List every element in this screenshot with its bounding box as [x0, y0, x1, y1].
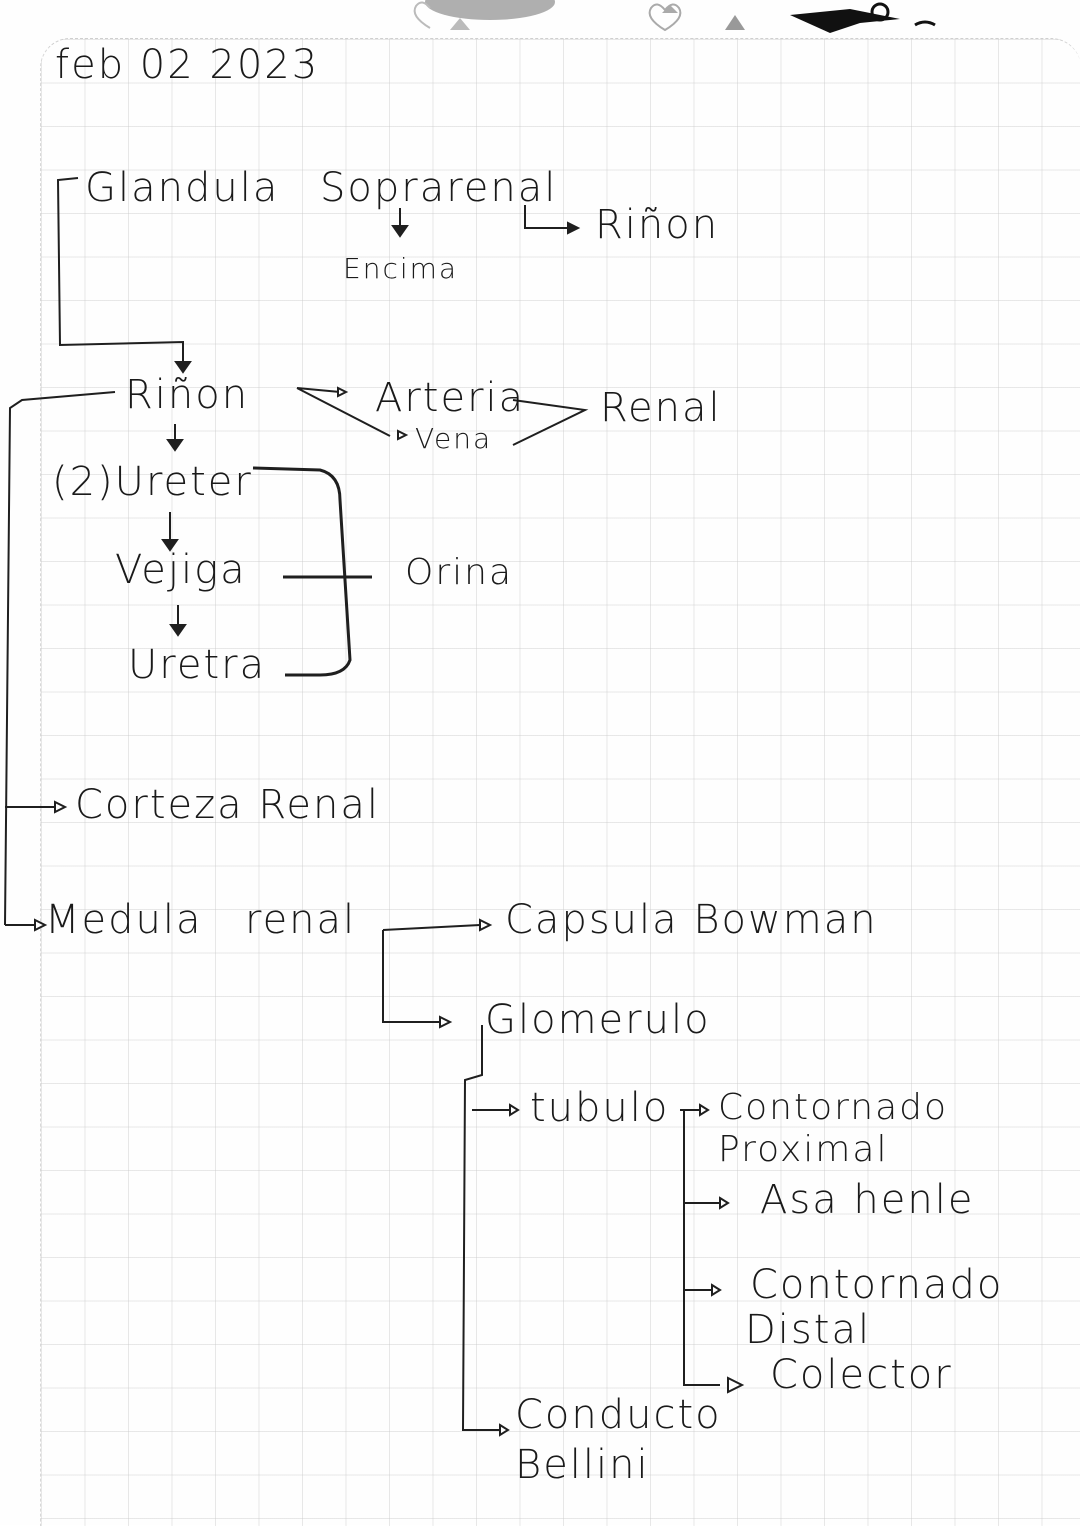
node-medula-renal: renal	[245, 897, 357, 943]
node-suprarenal: Soprarenal	[320, 165, 558, 211]
node-vena: Vena	[415, 422, 493, 455]
node-rinon: Riñon	[125, 372, 250, 418]
node-encima: Encima	[343, 252, 459, 285]
node-contornado-proximal-1: Contornado	[718, 1087, 949, 1128]
node-medula: Medula	[45, 897, 203, 943]
node-conducto: Conducto	[515, 1392, 722, 1438]
decorative-doodles	[0, 0, 1080, 40]
node-rinon-top: Riñon	[595, 202, 720, 248]
node-corteza-renal: Corteza Renal	[75, 782, 380, 828]
doodle-icons	[413, 0, 936, 33]
node-vejiga: Vejiga	[115, 547, 247, 593]
node-orina: Orina	[405, 552, 514, 593]
node-glomerulo: Glomerulo	[485, 997, 711, 1043]
node-asa-henle: Asa henle	[760, 1177, 975, 1223]
node-arteria: Arteria	[375, 375, 526, 421]
node-tubulo: tubulo	[530, 1085, 670, 1131]
node-renal-vessels: Renal	[600, 385, 722, 431]
node-uretra: Uretra	[128, 642, 267, 688]
node-contornado-distal-2: Distal	[745, 1307, 872, 1353]
node-glandula: Glandula	[85, 165, 280, 211]
node-capsula-bowman: Capsula Bowman	[505, 897, 878, 943]
node-contornado-distal-1: Contornado	[750, 1262, 1004, 1308]
node-colector: Colector	[770, 1352, 953, 1398]
node-ureter: (2)Ureter	[52, 459, 253, 505]
node-contornado-proximal-2: Proximal	[718, 1129, 889, 1170]
node-bellini: Bellini	[515, 1442, 650, 1488]
page-date: feb 02 2023	[55, 42, 320, 88]
grid-paper	[40, 38, 1080, 1526]
